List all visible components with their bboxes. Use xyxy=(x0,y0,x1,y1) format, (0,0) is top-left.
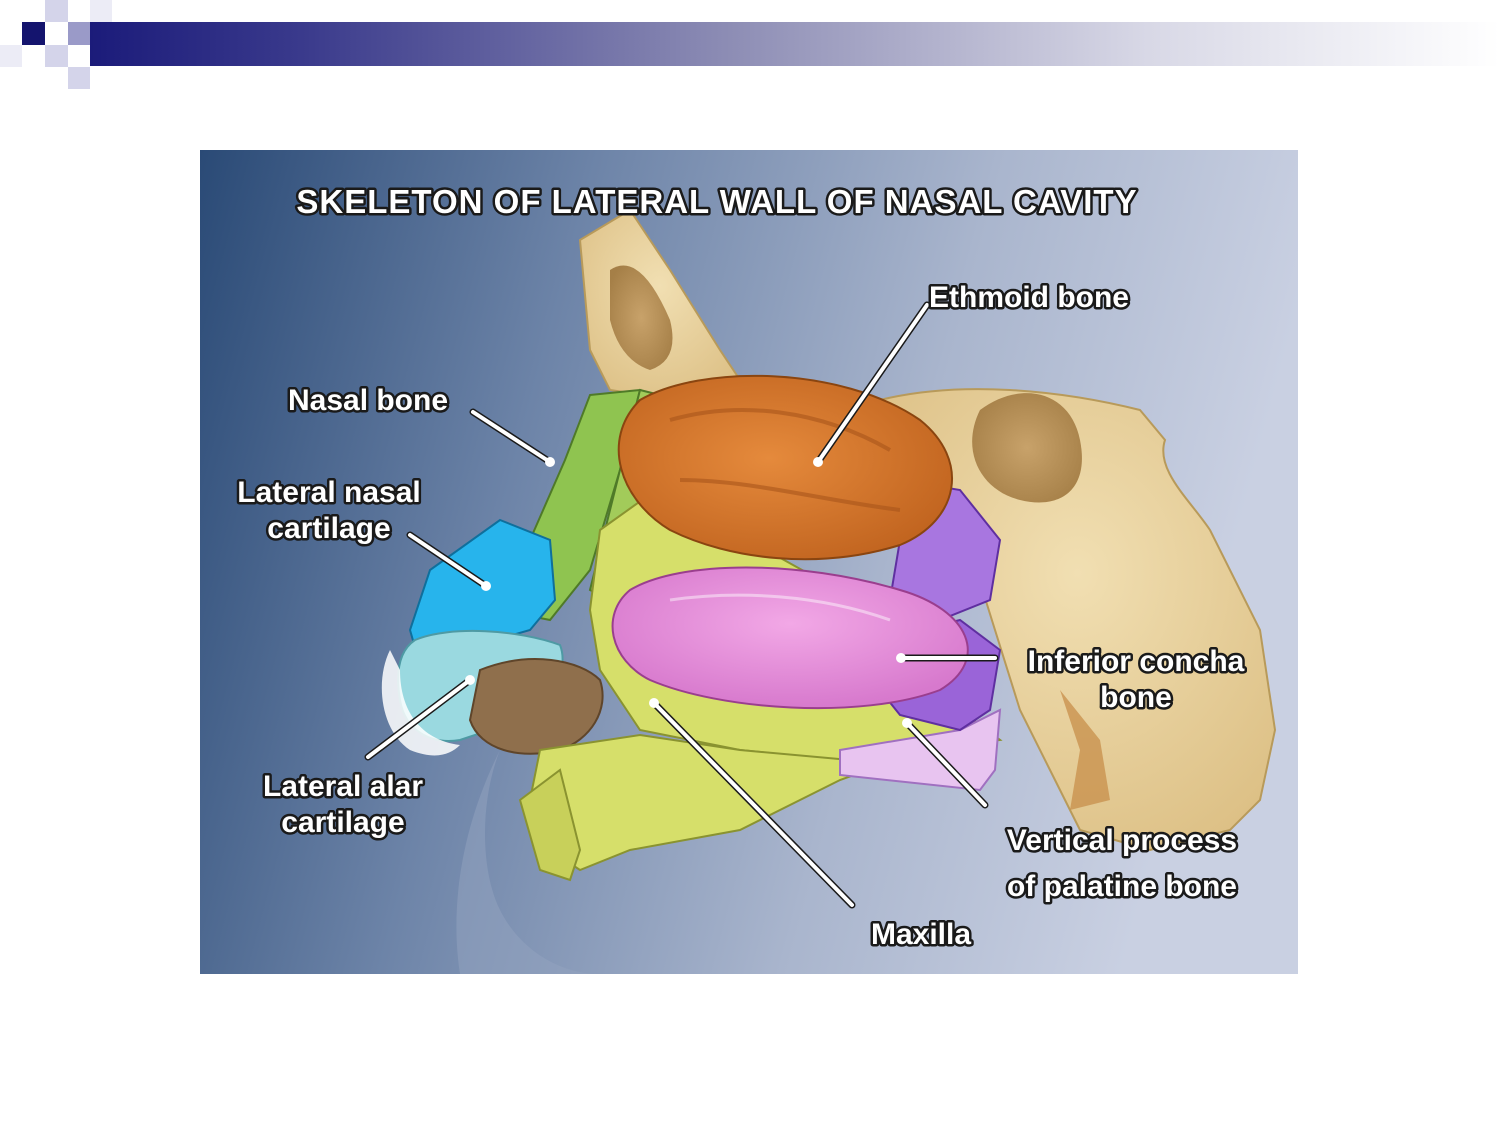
inferior-concha-bone xyxy=(611,566,969,710)
label-lateral-alar-line2: cartilage xyxy=(281,806,404,839)
frontal-sinus xyxy=(610,265,673,370)
label-inferior-concha-line2: bone xyxy=(1100,681,1172,714)
ethmoid-bone xyxy=(617,374,954,561)
maxilla-anterior xyxy=(518,768,582,882)
pterygoid-plate xyxy=(1060,690,1110,810)
maxilla-leader-line xyxy=(652,701,854,907)
lateral-nasal-pointer-dot xyxy=(481,581,491,591)
nasal-bone-pointer-dot xyxy=(545,457,555,467)
label-nasal-bone: Nasal bone xyxy=(288,384,448,417)
nasal-bone-leader-line xyxy=(471,410,552,464)
header-gradient-bar xyxy=(90,22,1500,66)
decor-square xyxy=(45,0,68,22)
label-ethmoid-bone: Ethmoid bone xyxy=(929,281,1129,314)
label-inferior-concha-line1: Inferior concha xyxy=(1028,645,1245,678)
ethmoid-pointer-dot xyxy=(813,457,823,467)
ethmoid-leader-line xyxy=(816,303,929,464)
ethmoid-ridge xyxy=(679,478,901,512)
diagram-title: SKELETON OF LATERAL WALL OF NASAL CAVITY xyxy=(296,183,1137,220)
label-lateral-nasal-line1: Lateral nasal xyxy=(237,476,420,509)
diagram-svg: SKELETON OF LATERAL WALL OF NASAL CAVITY… xyxy=(200,150,1298,974)
decor-square xyxy=(45,45,68,67)
decor-square xyxy=(0,45,22,67)
label-lateral-nasal-line2: cartilage xyxy=(267,512,390,545)
sphenoid-bone xyxy=(878,388,1277,852)
nasal-cavity-diagram: SKELETON OF LATERAL WALL OF NASAL CAVITY… xyxy=(200,150,1298,974)
lateral-nasal-leader-line xyxy=(408,533,488,588)
label-lateral-alar-line1: Lateral alar xyxy=(263,770,423,803)
decor-square xyxy=(68,22,90,45)
label-maxilla: Maxilla xyxy=(871,918,971,951)
decor-square xyxy=(68,67,90,89)
ethmoid-ridge xyxy=(669,408,891,452)
vertical-process-pointer-dot xyxy=(902,718,912,728)
label-vertical-process-line2: of palatine bone xyxy=(1007,870,1237,903)
lateral-alar-leader-line xyxy=(366,678,472,759)
label-vertical-process-line1: Vertical process xyxy=(1007,824,1237,857)
lateral-alar-pointer-dot xyxy=(465,675,475,685)
face-silhouette xyxy=(456,750,600,974)
nasal-vestibule-tissue xyxy=(468,658,604,755)
decor-square xyxy=(22,22,45,45)
concha-highlight xyxy=(669,593,891,622)
sphenoid-sinus xyxy=(972,393,1082,503)
vertical-process-leader-line xyxy=(905,721,987,807)
decor-square xyxy=(90,0,112,22)
maxilla-pointer-dot xyxy=(649,698,659,708)
inferior-concha-pointer-dot xyxy=(896,653,906,663)
